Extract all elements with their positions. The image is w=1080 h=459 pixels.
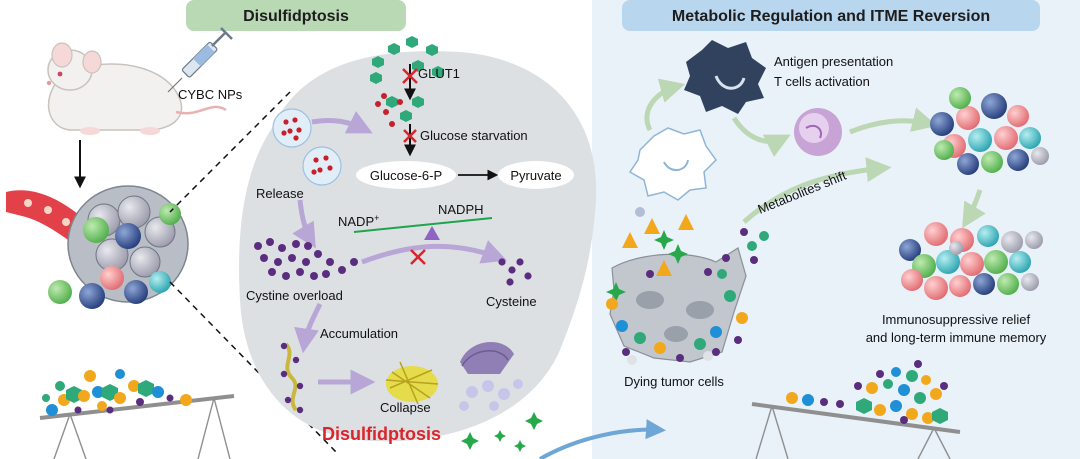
collapsed-cytoskeleton-icon (385, 361, 439, 405)
label-glucose-starvation: Glucose starvation (420, 128, 528, 143)
arrow-release-down (292, 199, 316, 249)
label-t-cell-activation: T cells activation (774, 74, 870, 89)
tumor-cluster-icon (48, 185, 189, 309)
right-panel-background (592, 0, 1080, 459)
cystine-cluster-icon (254, 238, 358, 280)
label-collapse: Collapse (380, 400, 431, 415)
label-immunosuppressive-relief: Immunosuppressive relief (882, 312, 1031, 327)
nadp-conversion-line (353, 217, 493, 233)
debris-icon (459, 342, 523, 411)
dying-tumor-cells-icon (606, 207, 769, 365)
label-glut1: GLUT1 (418, 66, 460, 81)
particle-pile-left (42, 369, 192, 416)
title-right: Metabolic Regulation and ITME Reversion (672, 8, 990, 25)
arrow-dc-activation (644, 78, 686, 132)
protein-aggregate-icon (280, 342, 304, 414)
label-glucose-6-p: Glucose-6-P (370, 168, 442, 183)
block-mark-cysteine (410, 249, 426, 265)
balance-scale-right-icon (751, 402, 961, 459)
immune-cell-cluster-bottom (899, 222, 1043, 300)
label-disulfidptosis-outcome: Disulfidptosis (322, 424, 441, 444)
label-cysteine: Cysteine (486, 294, 537, 309)
dendritic-cell-icon (684, 40, 766, 114)
mouse-icon (46, 42, 227, 135)
label-pyruvate: Pyruvate (510, 168, 561, 183)
t-cell-icon (794, 108, 842, 156)
arrow-to-cysteine (361, 240, 508, 265)
arrow-to-t-cell (731, 116, 791, 157)
arrow-to-immune-cluster (849, 107, 938, 135)
nanoparticle-bubble-top (272, 108, 312, 148)
particle-pile-right (786, 360, 948, 424)
label-cystine-overload: Cystine overload (246, 288, 343, 303)
sparkles-icon (461, 412, 543, 452)
block-mark-starvation (403, 129, 417, 143)
cysteine-molecules-icon (498, 258, 532, 286)
label-cybc-nps: CYBC NPs (178, 87, 243, 102)
arrow-to-right-panel (539, 419, 666, 459)
nadp-pointer (424, 226, 440, 240)
label-accumulation: Accumulation (320, 326, 398, 341)
title-banner-left (186, 0, 406, 31)
immune-cell-cluster-top (930, 87, 1049, 175)
label-immune-memory: and long-term immune memory (866, 330, 1047, 345)
title-banner-right (622, 0, 1040, 31)
label-release: Release (256, 186, 304, 201)
label-dying-tumor-cells: Dying tumor cells (624, 374, 724, 389)
glucose-molecules-outside (370, 36, 444, 122)
arrow-to-memory-cluster (962, 189, 986, 229)
label-nadp: NADP+ (338, 213, 379, 229)
pill-glucose-6-p (356, 161, 456, 189)
white-dendritic-cell-icon (628, 127, 717, 201)
arrow-metabolites-shift (742, 157, 892, 224)
label-antigen-presentation: Antigen presentation (774, 54, 893, 69)
syringe-icon (167, 27, 233, 93)
pill-pyruvate (498, 161, 574, 189)
balance-scale-left-icon (39, 394, 235, 459)
arrow-accumulation (294, 302, 323, 354)
block-mark-glut1 (402, 68, 418, 84)
red-glucose-dots (375, 93, 403, 127)
arrow-release-top (311, 110, 373, 134)
title-left: Disulfidptosis (243, 8, 349, 25)
label-nadph: NADPH (438, 202, 484, 217)
nanoparticle-bubble-release (302, 146, 342, 186)
